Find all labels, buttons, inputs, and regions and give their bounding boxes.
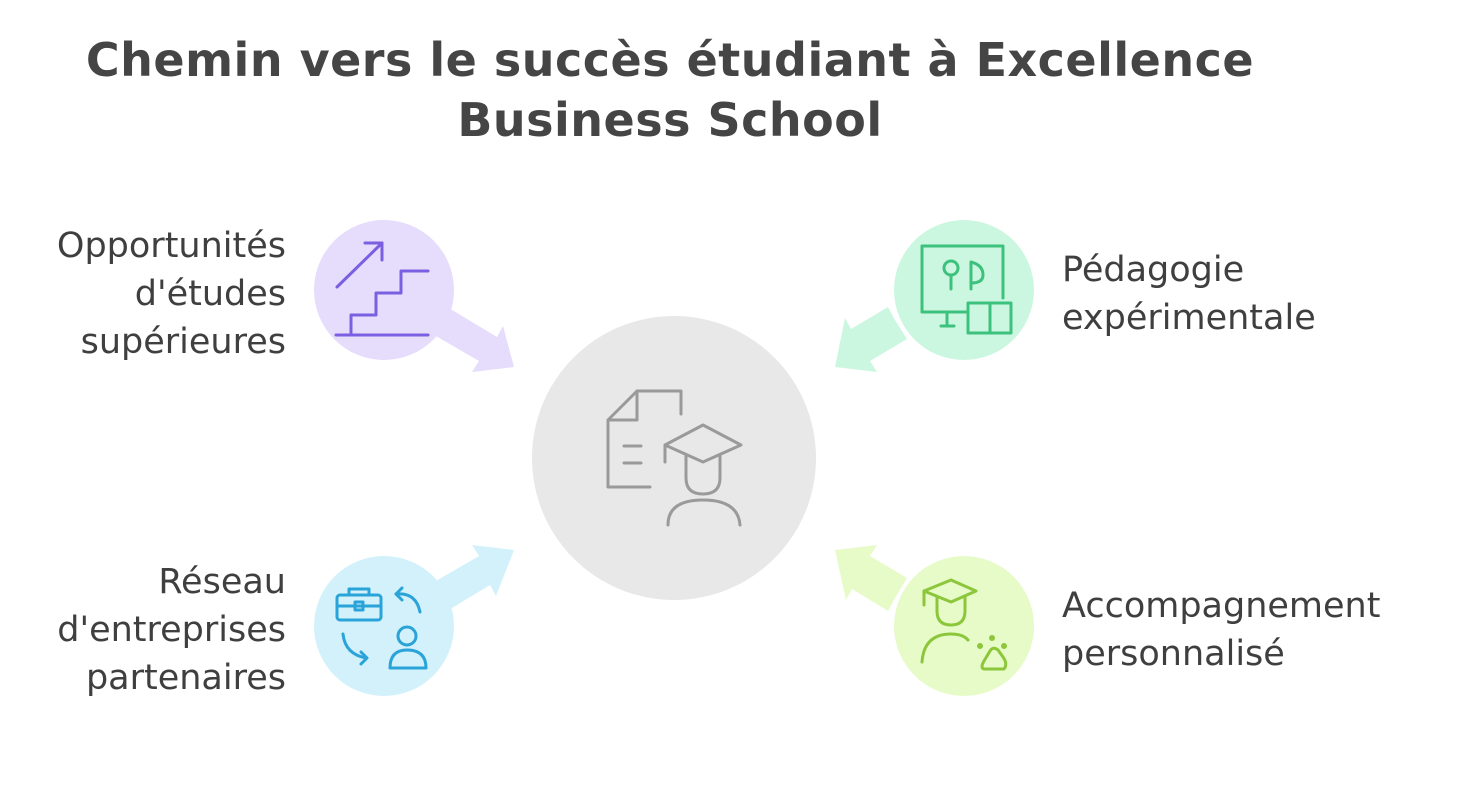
node-bottom-left-circle [314, 556, 454, 696]
node-bottom-right-circle [894, 556, 1034, 696]
arrow-top-right [835, 307, 907, 372]
label-bottom-right: Accompagnement personnalisé [1062, 582, 1442, 678]
diagram-title: Chemin vers le succès étudiant à Excelle… [40, 30, 1300, 150]
label-top-left-line-3: supérieures [80, 322, 286, 362]
title-line-2: Business School [457, 93, 883, 147]
label-bottom-right-line-2: personnalisé [1062, 634, 1285, 674]
label-top-left: Opportunités d'études supérieures [20, 222, 286, 366]
label-bottom-right-line-1: Accompagnement [1062, 586, 1381, 626]
label-top-right: Pédagogie expérimentale [1062, 246, 1422, 342]
label-bottom-left: Réseau d'entreprises partenaires [20, 558, 286, 702]
diploma-graduate-icon [606, 389, 743, 527]
briefcase-exchange-icon [335, 586, 428, 670]
title-line-1: Chemin vers le succès étudiant à Excelle… [85, 33, 1255, 87]
arrow-top-left [429, 307, 514, 372]
label-top-right-line-1: Pédagogie [1062, 250, 1245, 290]
graduate-mentor-icon [920, 578, 1008, 671]
board-book-icon [920, 244, 1013, 335]
center-circle [532, 316, 816, 600]
label-top-left-line-1: Opportunités [56, 226, 286, 266]
label-bottom-left-line-1: Réseau [158, 562, 286, 602]
label-top-right-line-2: expérimentale [1062, 298, 1316, 338]
stairs-up-arrow-icon [334, 241, 430, 337]
arrow-bottom-right [835, 545, 907, 611]
node-top-left-circle [314, 220, 454, 360]
arrow-bottom-left [429, 545, 514, 611]
label-bottom-left-line-2: d'entreprises [57, 610, 286, 650]
label-top-left-line-2: d'études [134, 274, 286, 314]
node-top-right-circle [894, 220, 1034, 360]
label-bottom-left-line-3: partenaires [85, 658, 286, 698]
